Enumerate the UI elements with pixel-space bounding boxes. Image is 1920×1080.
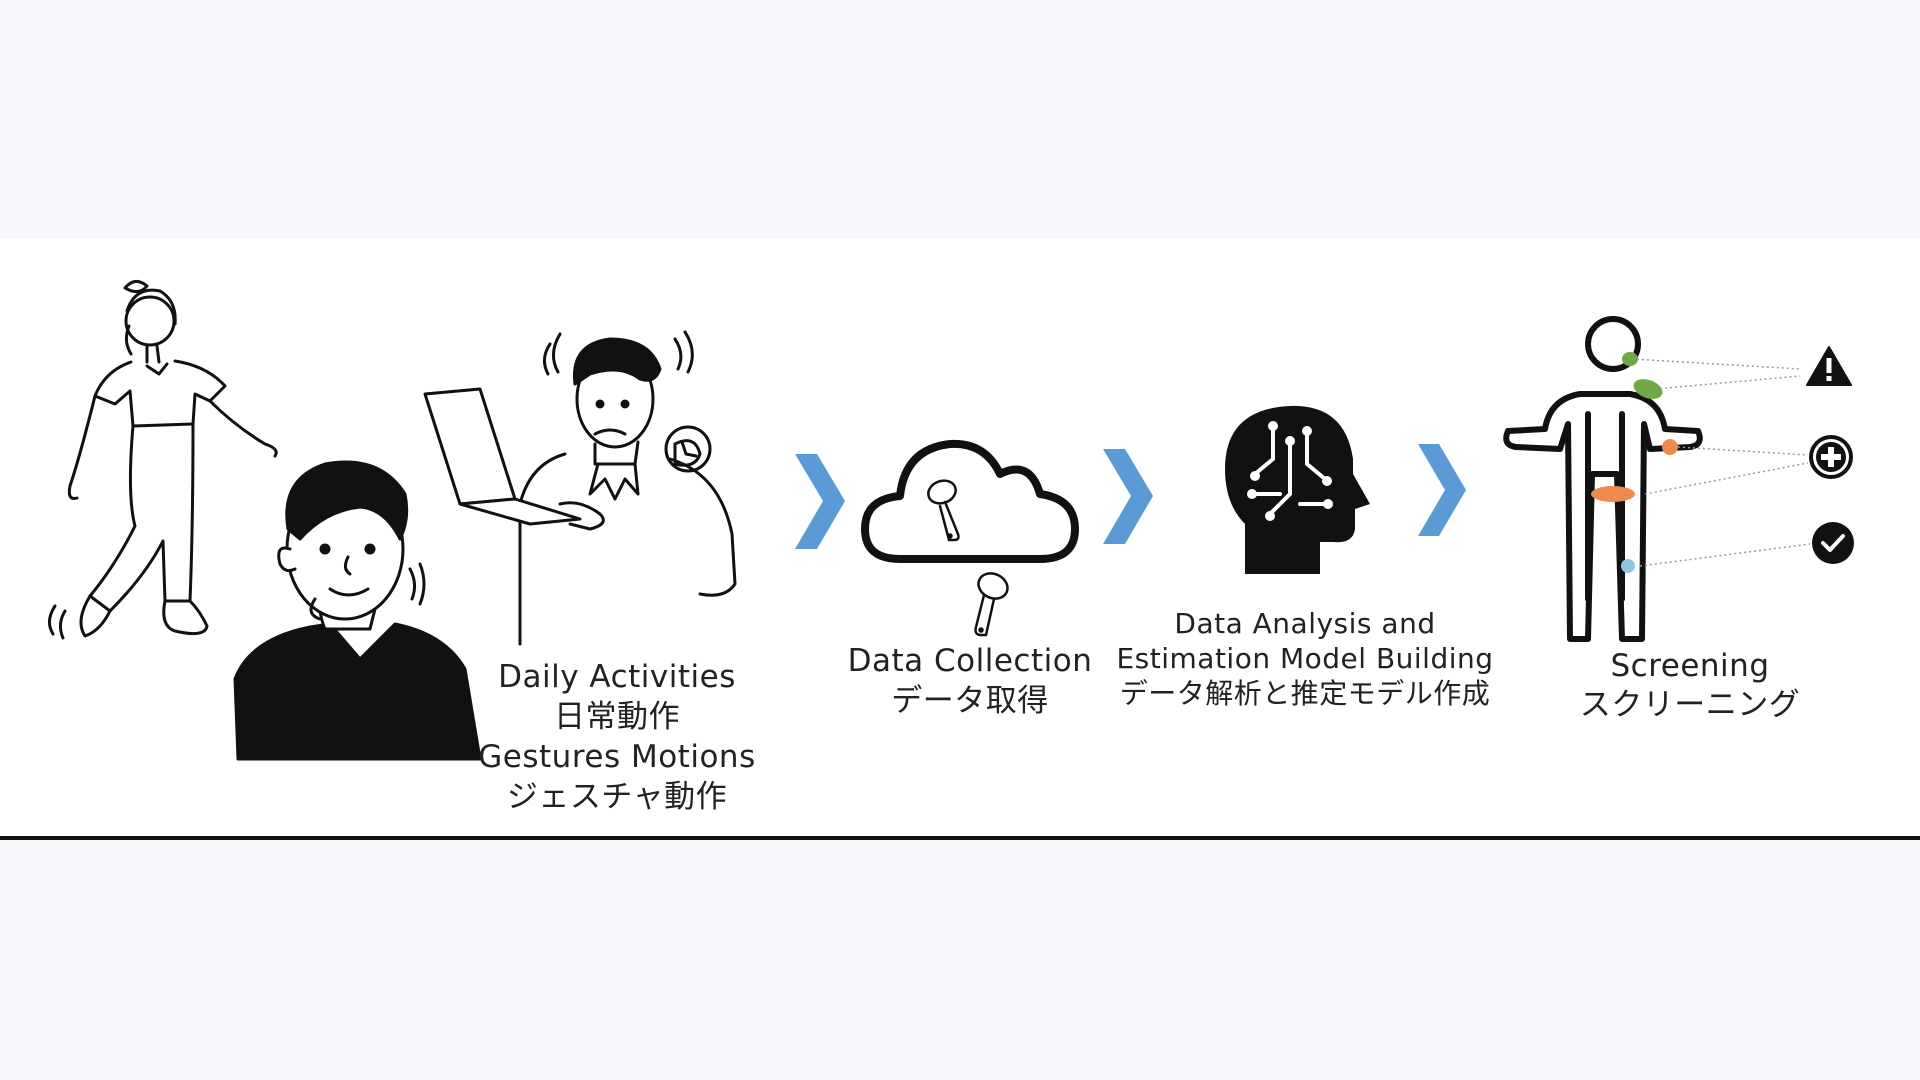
warning-icon — [1806, 346, 1852, 386]
activities-label: Daily Activities 日常動作 Gestures Motions ジ… — [470, 657, 764, 817]
collection-label: Data Collection データ取得 — [835, 641, 1105, 721]
man-laptop-icon — [423, 330, 737, 646]
analysis-label-line1: Data Analysis and — [1174, 607, 1436, 640]
chevron-right-icon — [795, 454, 845, 549]
collection-label-line1: Data Collection — [847, 643, 1093, 679]
earbud-icon — [974, 572, 1009, 637]
analysis-label-line2: Estimation Model Building — [1116, 642, 1494, 675]
chevron-right-icon — [1103, 449, 1153, 544]
activities-label-line2: 日常動作 — [554, 699, 680, 735]
collection-label-line2: データ取得 — [891, 683, 1049, 719]
chevron-right-icon — [1418, 444, 1466, 536]
analysis-label-line3: データ解析と推定モデル作成 — [1119, 677, 1491, 710]
activities-label-line3: Gestures Motions — [478, 739, 756, 775]
workflow-panel: Daily Activities 日常動作 Gestures Motions ジ… — [0, 239, 1920, 840]
screening-label-line1: Screening — [1610, 648, 1770, 684]
ai-head-icon — [1225, 405, 1370, 574]
connector-lines — [1631, 358, 1811, 567]
activities-label-line4: ジェスチャ動作 — [506, 779, 728, 815]
body-outline-icon — [1503, 316, 1703, 642]
screening-label-line2: スクリーニング — [1579, 687, 1801, 723]
screening-label: Screening スクリーニング — [1560, 647, 1820, 725]
cloud-icon — [861, 439, 1079, 563]
analysis-label: Data Analysis and Estimation Model Build… — [1100, 606, 1510, 711]
medical-plus-icon — [1809, 435, 1853, 479]
activities-label-line1: Daily Activities — [498, 659, 736, 695]
walking-woman-icon — [48, 280, 278, 640]
earbud-icon — [927, 479, 960, 542]
checkmark-icon — [1812, 522, 1854, 564]
man-neck-pain-icon — [233, 460, 482, 761]
